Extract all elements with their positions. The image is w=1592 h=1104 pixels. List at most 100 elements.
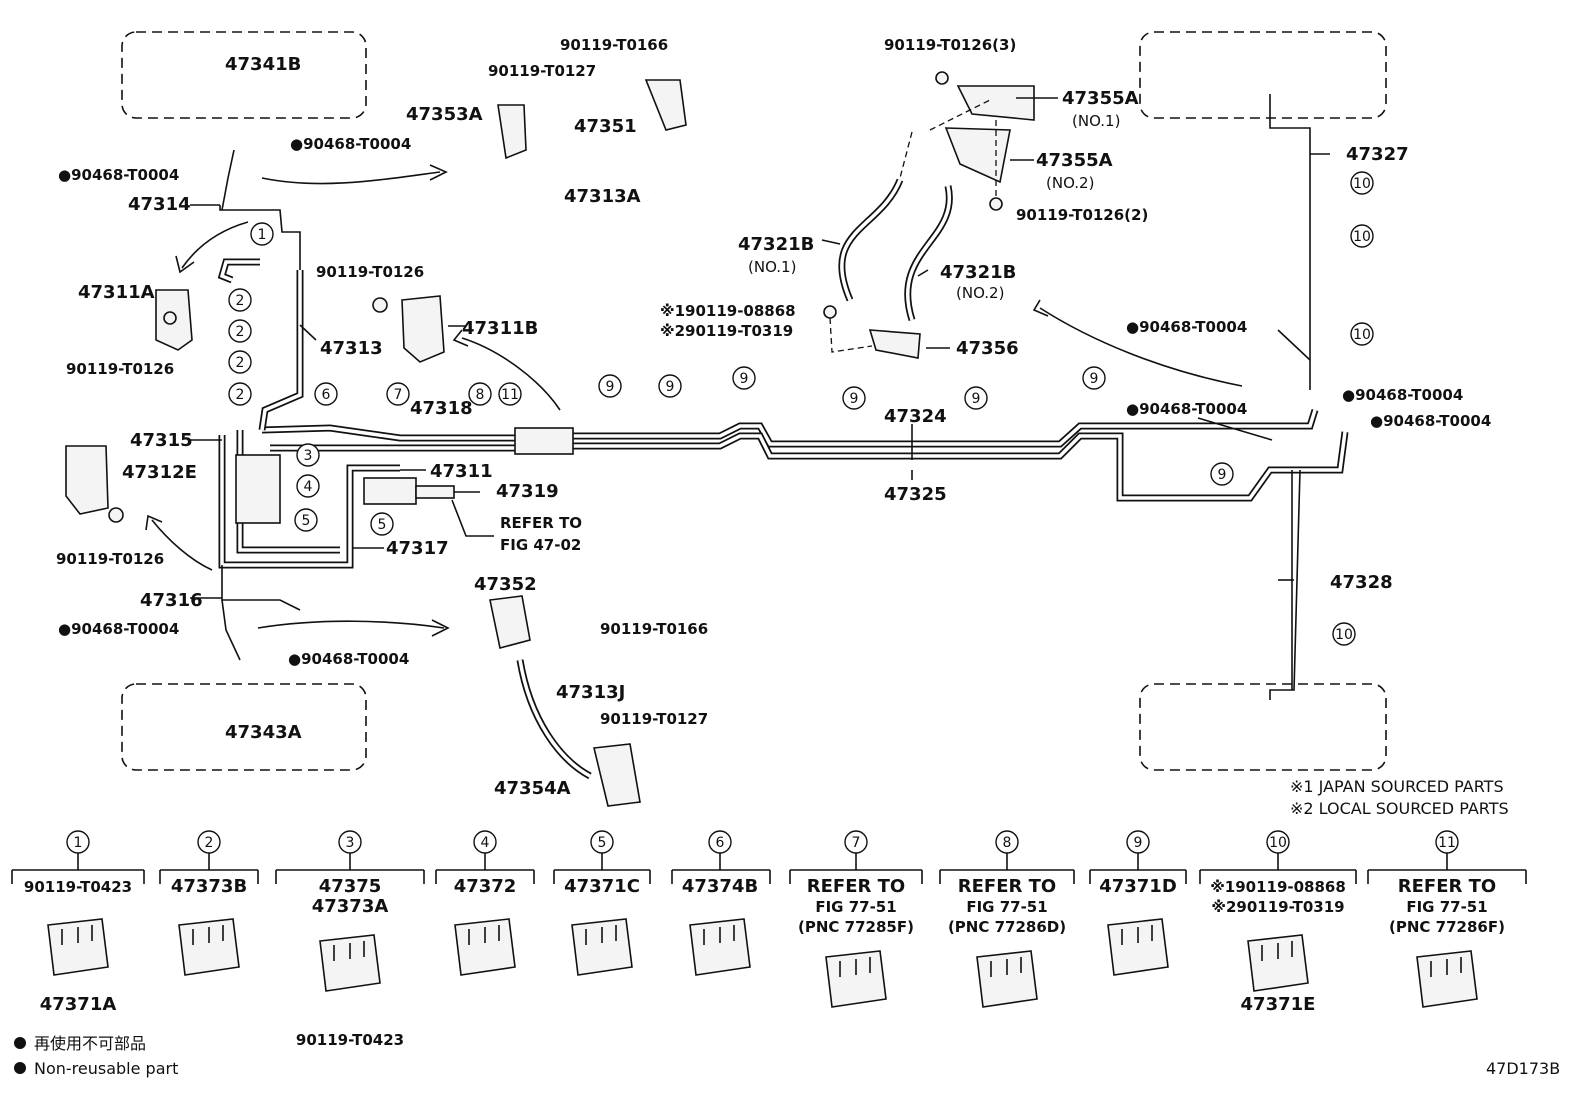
catalog-label: FIG 77-51 xyxy=(815,898,896,916)
clip-slot-lines xyxy=(1261,941,1293,961)
distributor-valve-47311 xyxy=(363,477,480,505)
label-47311B: 47311B xyxy=(462,318,538,339)
catalog-label: 47374B xyxy=(682,876,758,897)
svg-text:9: 9 xyxy=(606,379,615,395)
label-47321B-no1-suffix: (NO.1) xyxy=(748,258,796,276)
catalog-number: 1 xyxy=(74,835,83,851)
label-90119-T0166-a: 90119-T0166 xyxy=(560,36,668,54)
label-47319: 47319 xyxy=(496,481,559,502)
label-47355A-no1-suffix: (NO.1) xyxy=(1072,112,1120,130)
label-47351: 47351 xyxy=(574,116,637,137)
label-note1-bolt: ※190119-08868 xyxy=(660,302,796,320)
svg-text:1: 1 xyxy=(258,227,267,243)
clip-marker: 9 xyxy=(658,374,682,398)
catalog-label: 47372 xyxy=(454,876,517,897)
label-47354A: 47354A xyxy=(494,778,571,799)
svg-text:9: 9 xyxy=(1090,371,1099,387)
svg-text:10: 10 xyxy=(1353,229,1371,245)
clip-drawing xyxy=(689,918,751,976)
catalog-number: 10 xyxy=(1269,835,1287,851)
label-90119-T0126-a: 90119-T0126 xyxy=(66,360,174,378)
svg-text:9: 9 xyxy=(972,391,981,407)
label-47352: 47352 xyxy=(474,574,537,595)
legend-jp: 再使用不可部品 xyxy=(34,1034,146,1053)
catalog-label: 47371D xyxy=(1099,876,1177,897)
label-90468-f: ●90468-T0004 xyxy=(1342,386,1463,404)
leader-lines xyxy=(190,97,1330,599)
clip-marker: 9 xyxy=(732,366,756,390)
clip-marker: 6 xyxy=(314,382,338,406)
label-47313: 47313 xyxy=(320,338,383,359)
svg-text:7: 7 xyxy=(394,387,403,403)
svg-text:3: 3 xyxy=(304,448,313,464)
svg-text:10: 10 xyxy=(1353,176,1371,192)
label-47327: 47327 xyxy=(1346,144,1409,165)
bracket-47355A xyxy=(935,71,1035,211)
label-90468-h: ●90468-T0004 xyxy=(1370,412,1491,430)
bracket-47311B xyxy=(372,295,445,363)
diagram-code: 47D173B xyxy=(1486,1059,1560,1078)
rear-right-area-box xyxy=(1139,683,1387,771)
catalog-number: 4 xyxy=(481,835,490,851)
catalog-label: FIG 77-51 xyxy=(1406,898,1487,916)
catalog-number: 2 xyxy=(205,835,214,851)
refer-to-line1: REFER TO xyxy=(500,514,582,532)
catalog-label: (PNC 77285F) xyxy=(798,918,914,936)
clip-marker: 10 xyxy=(1332,622,1356,646)
catalog-number: 8 xyxy=(1003,835,1012,851)
clip-marker: 11 xyxy=(498,382,522,406)
svg-text:2: 2 xyxy=(236,355,245,371)
label-47325: 47325 xyxy=(884,484,947,505)
label-47321B-no2-suffix: (NO.2) xyxy=(956,284,1004,302)
catalog-part-name: 47371E xyxy=(1241,994,1316,1015)
clip-drawing xyxy=(319,934,381,992)
label-90468-d: ●90468-T0004 xyxy=(288,650,409,668)
label-90468-e: ●90468-T0004 xyxy=(1126,318,1247,336)
clip-drawing xyxy=(1107,918,1169,976)
svg-text:2: 2 xyxy=(236,293,245,309)
non-reusable-dot-icon xyxy=(14,1062,26,1074)
svg-text:2: 2 xyxy=(236,324,245,340)
clip-slot-lines xyxy=(585,925,617,945)
label-47313A: 47313A xyxy=(564,186,641,207)
label-90119-T0127-b: 90119-T0127 xyxy=(600,710,708,728)
clip-marker: 4 xyxy=(296,474,320,498)
flex-hose-47313A xyxy=(497,79,687,201)
clip-marker: 2 xyxy=(228,382,252,406)
sourcing-note-2: ※2 LOCAL SOURCED PARTS xyxy=(1290,799,1509,818)
clip-slot-lines xyxy=(1430,957,1462,977)
clip-slot-lines xyxy=(468,925,500,945)
catalog-number: 3 xyxy=(346,835,355,851)
rear-left-area-box xyxy=(121,683,367,771)
clip-marker: 5 xyxy=(370,512,394,536)
label-90119-T0126-2: 90119-T0126(2) xyxy=(1016,206,1148,224)
label-47355A-no2-suffix: (NO.2) xyxy=(1046,174,1094,192)
junction-block-47319 xyxy=(514,427,574,455)
clip-slot-lines xyxy=(839,957,871,977)
clip-slot-lines xyxy=(1121,925,1153,945)
catalog-label: REFER TO xyxy=(958,876,1056,897)
clip-marker: 9 xyxy=(1082,366,1106,390)
bracket-47356 xyxy=(823,305,921,359)
catalog-number: 6 xyxy=(716,835,725,851)
clip-marker: 9 xyxy=(964,386,988,410)
label-90468-c: ●90468-T0004 xyxy=(58,620,179,638)
clip-marker: 1 xyxy=(250,222,274,246)
clip-drawing xyxy=(47,918,109,976)
label-90119-T0166-b: 90119-T0166 xyxy=(600,620,708,638)
label-47355A-no2: 47355A xyxy=(1036,150,1113,171)
clip-marker: 9 xyxy=(842,386,866,410)
flow-arrows xyxy=(145,164,1243,637)
label-90468-b: ●90468-T0004 xyxy=(58,166,179,184)
clip-drawing xyxy=(825,950,887,1008)
legend-en: Non-reusable part xyxy=(34,1059,178,1078)
label-90468-a: ●90468-T0004 xyxy=(290,135,411,153)
catalog-number: 9 xyxy=(1134,835,1143,851)
clip-marker-group: 1 2 2 2 2 3 4 5 5 6 7 8 9 9 9 9 9 9 9 10… xyxy=(228,171,1374,646)
svg-text:2: 2 xyxy=(236,387,245,403)
catalog-item: 6 47374B xyxy=(682,830,758,976)
